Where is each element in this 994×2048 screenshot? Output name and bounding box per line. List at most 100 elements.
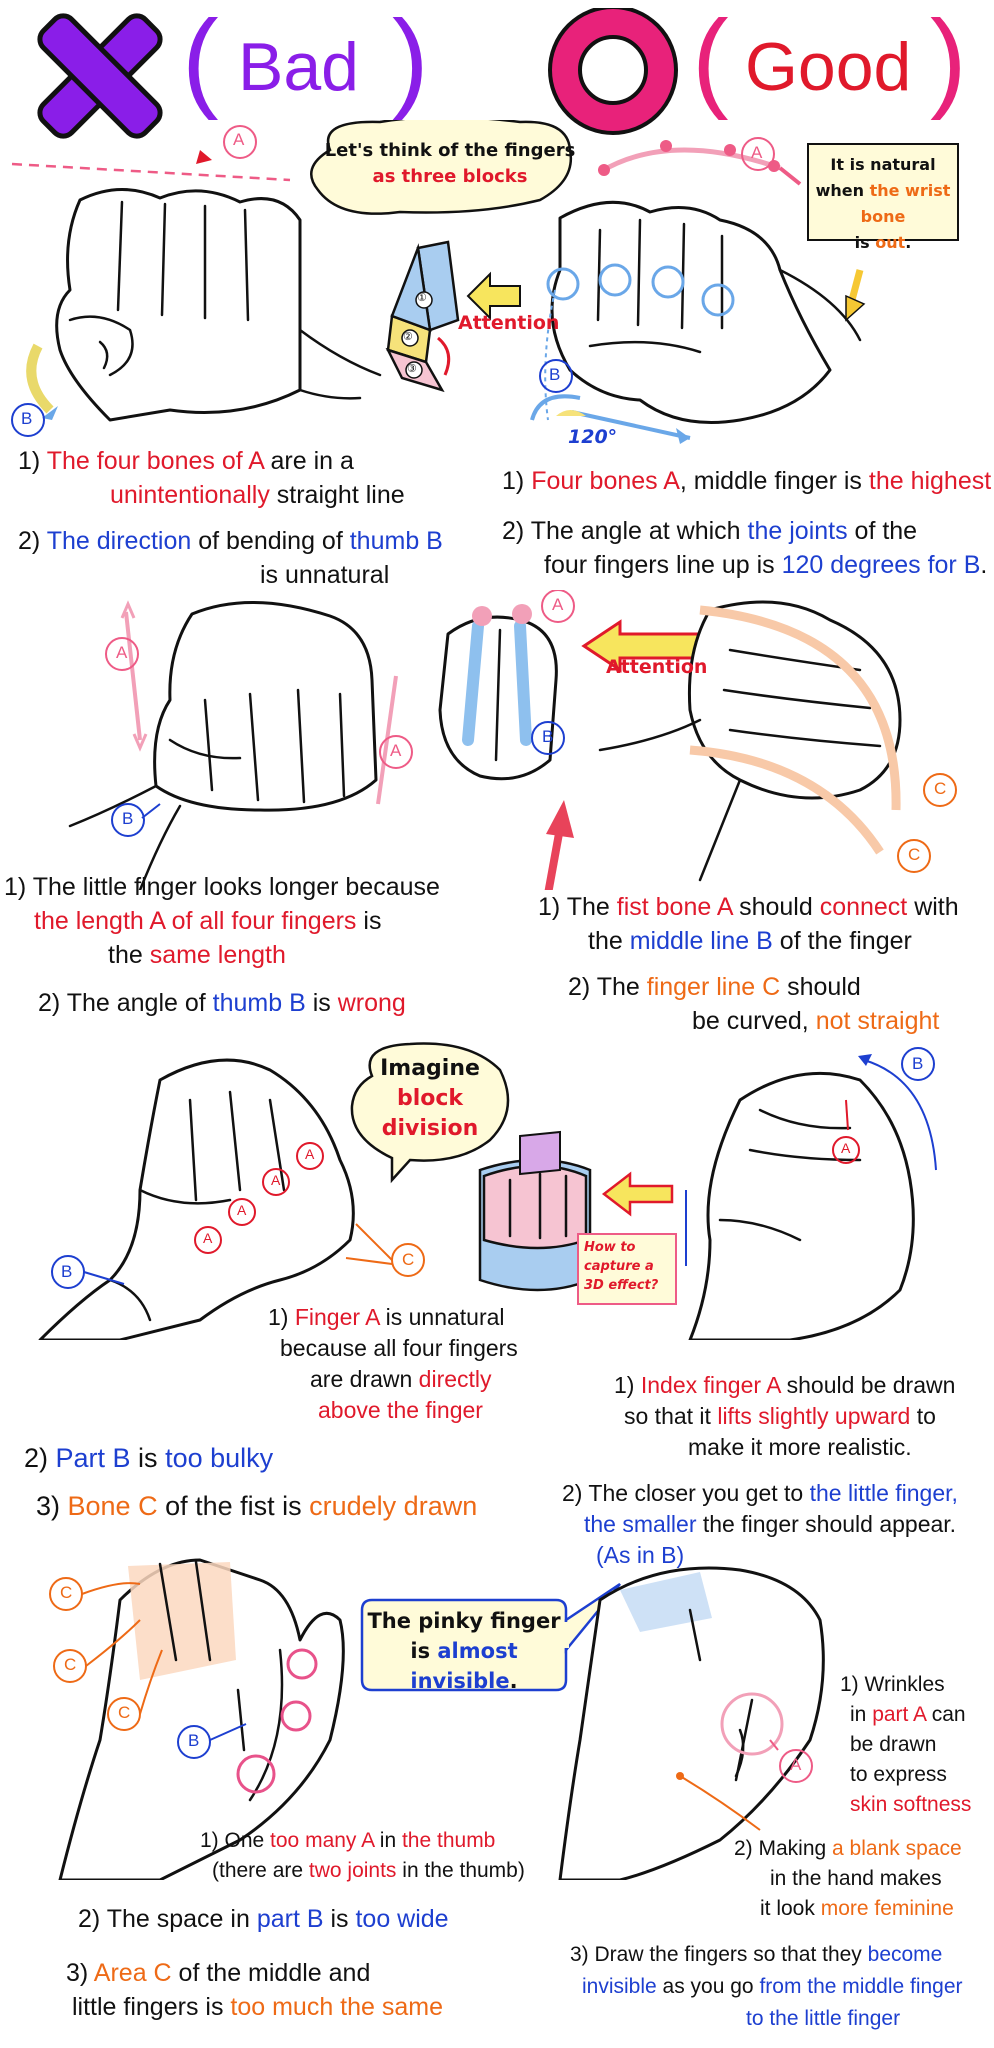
bad4-caption-2: 2) The space in part B is too wide — [78, 1902, 449, 1936]
label-b-bad-4: B — [188, 1731, 200, 1750]
caption-text: so that it — [624, 1403, 718, 1429]
caption-blue: thumb B — [212, 989, 306, 1017]
note-line-2: when the wrist bone — [808, 178, 958, 230]
note-wrist-bone: It is natural when the wrist bone is out… — [808, 152, 958, 256]
caption-blue: the little finger, — [809, 1480, 958, 1506]
bubble-block-division: Imagine block division — [360, 1054, 500, 1144]
caption-text: is — [130, 1443, 166, 1473]
section-1-drawings — [11, 120, 959, 444]
label-b-bad-2: B — [122, 809, 134, 828]
good-caption-1: 1) Four bones A, middle finger is the hi… — [502, 464, 991, 498]
bad3-caption-2: 2) Part B is too bulky — [24, 1440, 273, 1476]
caption-red: directly — [418, 1366, 492, 1392]
good-open-paren: ( — [692, 0, 729, 121]
label-c-bad-4b: C — [64, 1655, 77, 1674]
good-fist-side-illustration — [598, 600, 902, 882]
label-a-bad-3d: A — [305, 1146, 315, 1162]
block-division-fist — [478, 1130, 592, 1292]
good4-caption-1e: skin softness — [850, 1793, 972, 1816]
caption-text: little fingers is — [72, 1993, 231, 2021]
good2-caption-1b: the middle line B of the finger — [588, 924, 912, 958]
caption-text: the finger should appear. — [696, 1511, 957, 1537]
label-b-good-3: B — [912, 1054, 924, 1073]
note-line-3: is out. — [808, 230, 958, 256]
note-wrist: the wrist bone — [860, 181, 951, 226]
good4-caption-1d: to express — [850, 1763, 947, 1786]
caption-text: 3) Draw the fingers so that they — [570, 1943, 868, 1966]
caption-text: 2) The closer you get to — [562, 1480, 810, 1506]
bad-caption-1: 1) The four bones of A are in a — [18, 444, 354, 478]
caption-text: 1) — [614, 1372, 641, 1398]
good3-caption-1b: so that it lifts slightly upward to — [624, 1401, 936, 1432]
bubble-line-2: is almost invisible. — [362, 1636, 566, 1696]
caption-orange: crudely drawn — [309, 1491, 478, 1521]
caption-red: two joints — [308, 1859, 397, 1882]
bad4-caption-3: 3) Area C of the middle and — [66, 1956, 370, 1990]
bad3-caption-1d: above the finger — [318, 1397, 483, 1423]
caption-text: as you go — [656, 1975, 760, 1998]
good-caption-2: 2) The angle at which the joints of the — [502, 514, 917, 548]
bubble-line-1: Imagine — [380, 1056, 480, 1081]
bubble-line-1: Let's think of the fingers — [324, 140, 576, 161]
caption-text: of the — [847, 517, 918, 545]
good3-caption-2: 2) The closer you get to the little fing… — [562, 1478, 958, 1509]
bad3-caption-3: 3) Bone C of the fist is crudely drawn — [36, 1488, 477, 1524]
good3-caption-2c: (As in B) — [596, 1542, 685, 1568]
caption-orange: not straight — [815, 1007, 940, 1035]
section-2-drawings — [68, 590, 957, 890]
good-caption-2b: four fingers line up is 120 degrees for … — [544, 548, 987, 582]
note-is: is — [854, 233, 876, 252]
label-b-bad-3: B — [61, 1262, 73, 1281]
caption-orange: finger line C — [646, 973, 781, 1001]
caption-text: 2) Making — [734, 1837, 833, 1860]
good4-caption-2b: in the hand makes — [770, 1867, 942, 1890]
bad3-caption-1c: are drawn directly — [310, 1364, 492, 1395]
caption-red: the thumb — [401, 1829, 496, 1852]
caption-blue: thumb B — [349, 527, 443, 555]
good4-caption-1: 1) Wrinkles — [840, 1673, 945, 1696]
caption-red: unintentionally — [110, 481, 270, 509]
caption-red: The four bones of A — [46, 447, 264, 475]
caption-orange: more feminine — [820, 1897, 954, 1920]
attention-label-1: Attention — [458, 312, 560, 334]
caption-red: the length A of all four fingers — [34, 907, 357, 935]
label-a-bad-2b: A — [390, 741, 402, 760]
label-a-good-1: A — [751, 143, 763, 162]
bad4-caption-1: 1) One too many A in the thumb — [200, 1826, 495, 1856]
good3-caption-1: 1) Index finger A should be drawn — [614, 1370, 955, 1401]
caption-text: is unnatural — [379, 1304, 505, 1330]
caption-text: are drawn — [310, 1366, 419, 1392]
note-3d-effect: How to capture a 3D effect? — [584, 1238, 676, 1295]
block-finger-diagram — [385, 240, 460, 393]
caption-text: of the fist is — [157, 1491, 310, 1521]
caption-text: in the thumb) — [396, 1859, 525, 1882]
bad2-caption-1c: the same length — [108, 938, 286, 972]
caption-text: 1) — [268, 1304, 295, 1330]
caption-red: too many A — [270, 1829, 374, 1852]
bad-caption-2b: is unnatural — [260, 561, 390, 589]
caption-blue: invisible — [582, 1975, 657, 1998]
bad2-caption-2: 2) The angle of thumb B is wrong — [38, 986, 406, 1020]
caption-text: is — [305, 989, 338, 1017]
caption-text: , middle finger is — [679, 467, 869, 495]
caption-red: Finger A — [294, 1304, 380, 1330]
bubble-line-2: as three blocks — [372, 166, 528, 187]
good-hand-raised-illustration — [558, 1566, 825, 1880]
caption-blue: middle line B — [629, 927, 773, 955]
caption-text: with — [907, 893, 959, 921]
good4-caption-2c: it look more feminine — [760, 1894, 954, 1924]
good2-caption-2b: be curved, not straight — [692, 1004, 939, 1038]
caption-num: 2) — [18, 527, 47, 555]
section-3-drawings — [38, 1042, 937, 1340]
label-a-bad-3c: A — [271, 1172, 281, 1188]
bubble-line-1: The pinky finger — [367, 1609, 561, 1633]
bubble-line-2: block — [396, 1086, 464, 1111]
label-b-good-1: B — [549, 365, 561, 384]
caption-text: straight line — [269, 481, 405, 509]
caption-red: same length — [149, 941, 286, 969]
label-a-bad-3a: A — [203, 1230, 213, 1246]
caption-blue: the smaller — [584, 1511, 697, 1537]
label-c-good-2: C — [934, 779, 947, 798]
caption-text: to — [910, 1403, 936, 1429]
caption-text: 2) The space in — [78, 1905, 257, 1933]
